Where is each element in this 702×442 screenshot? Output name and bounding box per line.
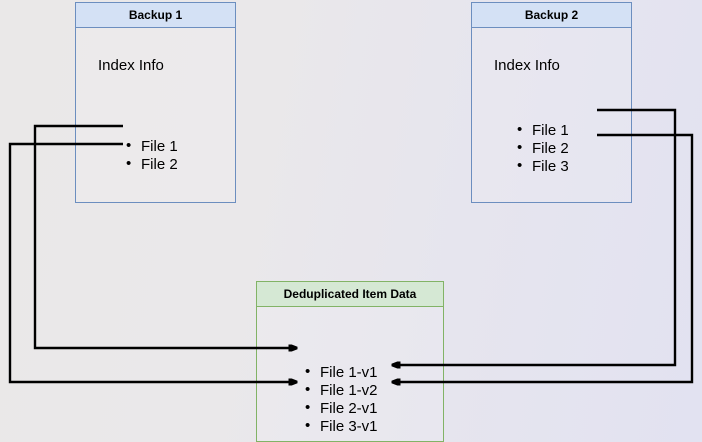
dedup-item-list: File 1-v1 File 1-v2 File 2-v1 File 3-v1: [305, 363, 378, 436]
node-backup-2[interactable]: Backup 2 Index Info File 1 File 2 File 3: [471, 2, 632, 203]
list-item: File 1: [126, 137, 178, 156]
node-deduplicated-item-data[interactable]: Deduplicated Item Data File 1-v1 File 1-…: [256, 281, 444, 442]
list-item: File 3-v1: [305, 417, 378, 436]
backup-2-index-label: Index Info: [494, 57, 560, 74]
backup-1-index-label: Index Info: [98, 57, 164, 74]
list-item: File 2: [126, 155, 178, 174]
backup-2-file-list: File 1 File 2 File 3: [517, 121, 569, 176]
list-item: File 1-v1: [305, 363, 378, 382]
list-item: File 1: [517, 121, 569, 140]
backup-1-file-list: File 1 File 2: [126, 137, 178, 174]
node-backup-1-header: Backup 1: [75, 2, 236, 28]
list-item: File 3: [517, 157, 569, 176]
node-backup-1[interactable]: Backup 1 Index Info File 1 File 2: [75, 2, 236, 203]
node-backup-2-header: Backup 2: [471, 2, 632, 28]
list-item: File 1-v2: [305, 381, 378, 400]
node-backup-1-body: Index Info File 1 File 2: [75, 28, 236, 203]
node-dedup-body: File 1-v1 File 1-v2 File 2-v1 File 3-v1: [256, 307, 444, 442]
list-item: File 2-v1: [305, 399, 378, 418]
node-backup-2-body: Index Info File 1 File 2 File 3: [471, 28, 632, 203]
node-dedup-header: Deduplicated Item Data: [256, 281, 444, 307]
list-item: File 2: [517, 139, 569, 158]
